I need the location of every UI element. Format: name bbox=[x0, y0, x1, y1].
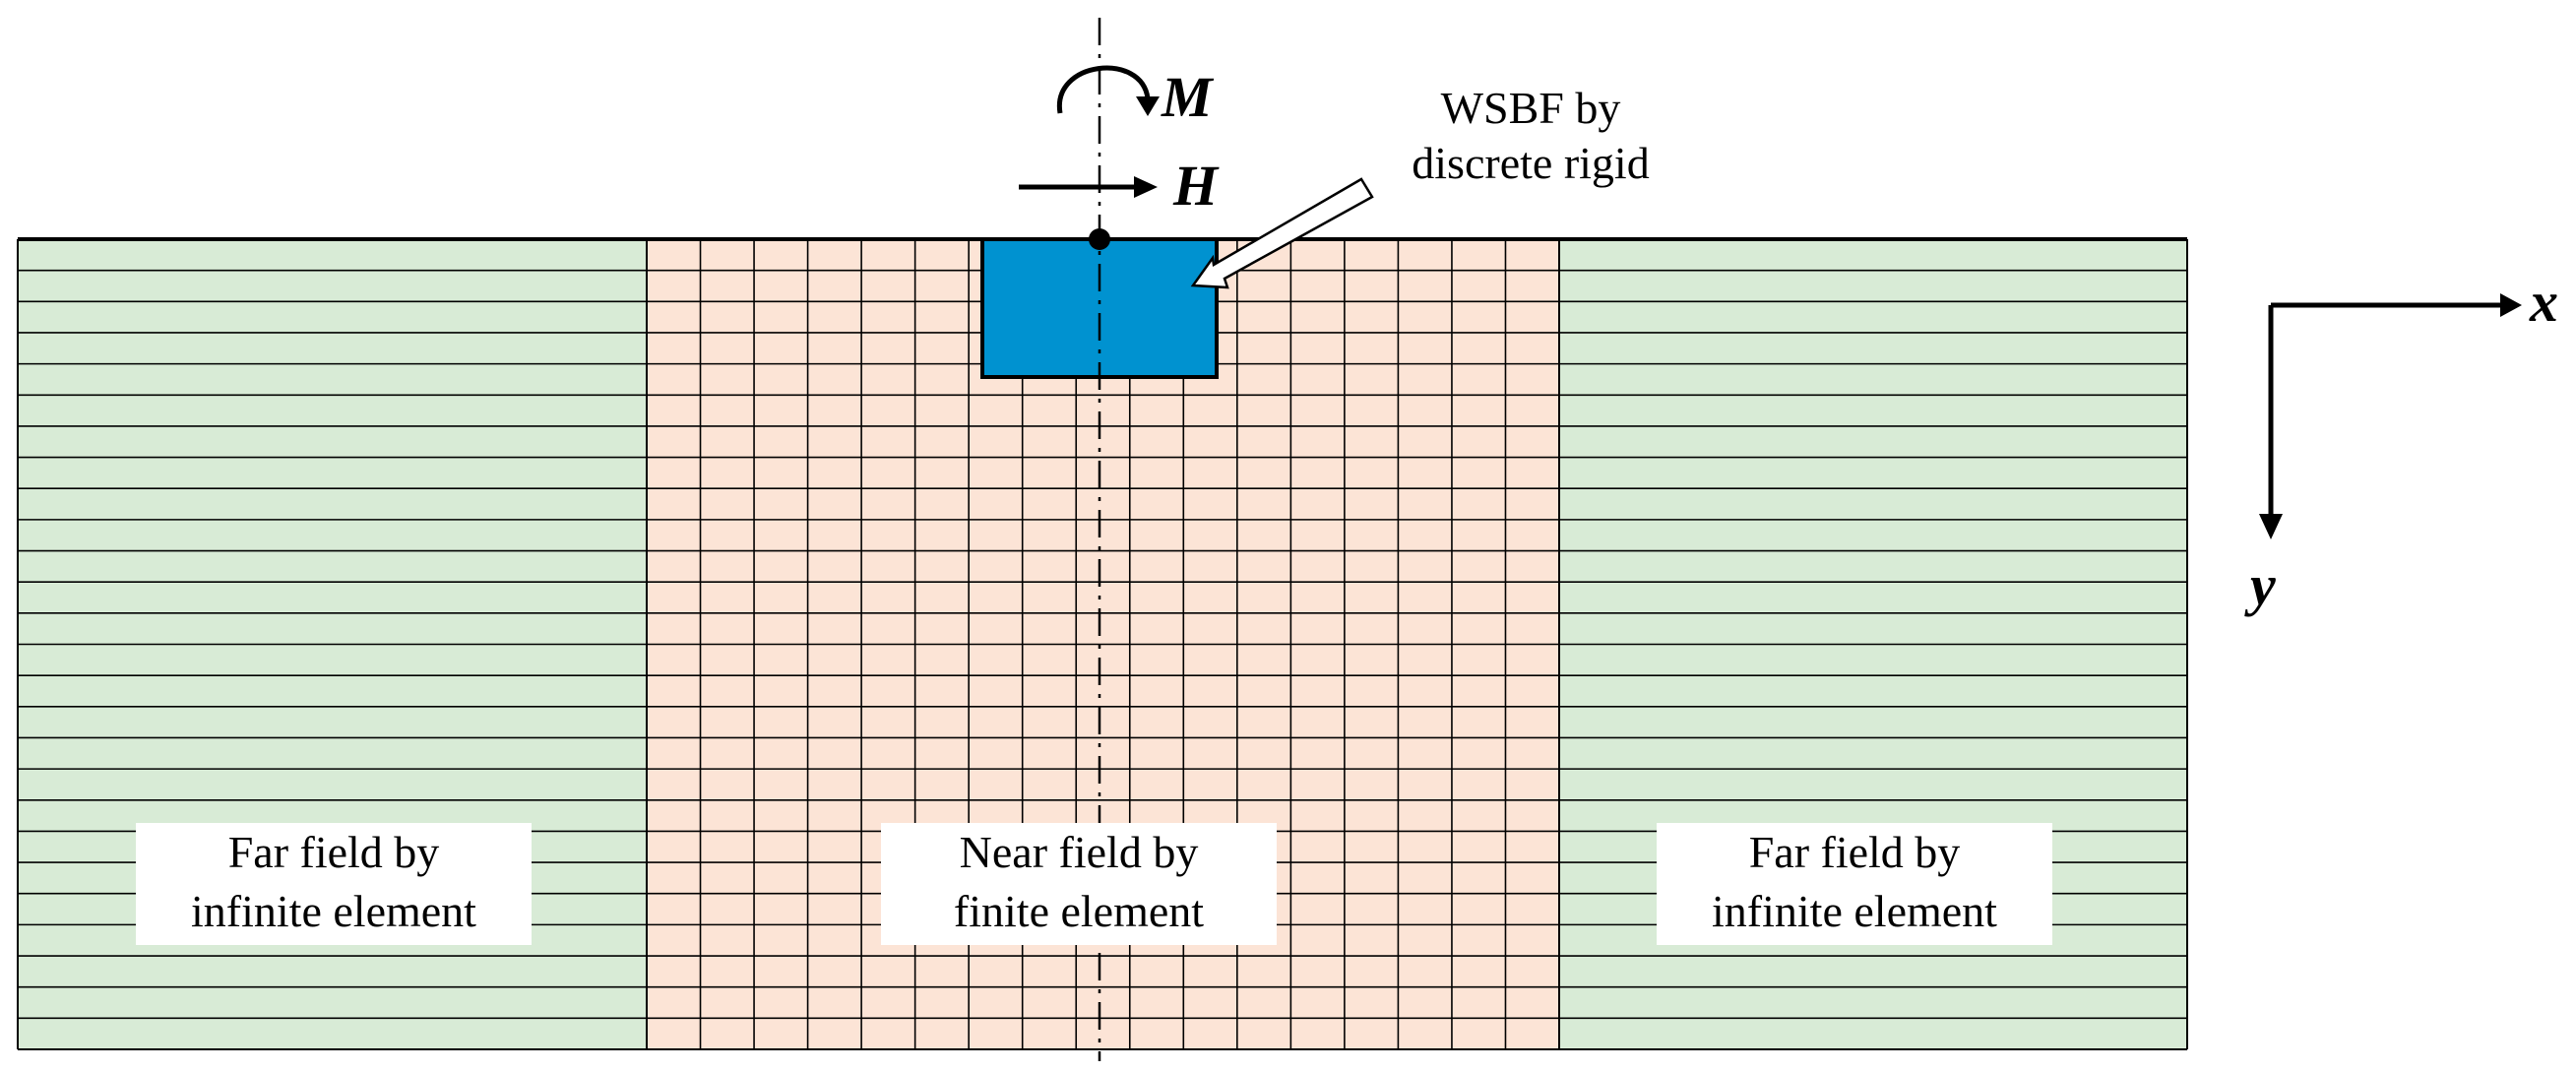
far-field-right-line-1: Far field by bbox=[1748, 827, 1961, 877]
coordinate-axes bbox=[2259, 293, 2522, 539]
near-field-label: Near field by finite element bbox=[881, 823, 1277, 945]
callout-arrow-icon bbox=[1190, 177, 1374, 289]
horizontal-force-arrow-icon bbox=[1019, 176, 1158, 198]
callout-label: WSBF by discrete rigid bbox=[1358, 81, 1703, 191]
near-field-line-2: finite element bbox=[953, 886, 1205, 936]
moment-label: M bbox=[1162, 65, 1213, 129]
callout-label-line-2: discrete rigid bbox=[1412, 138, 1650, 188]
moment-arrow-icon bbox=[1057, 65, 1160, 116]
far-field-right-line-2: infinite element bbox=[1712, 886, 1997, 936]
callout-label-line-1: WSBF by bbox=[1440, 83, 1621, 133]
far-field-left-line-1: Far field by bbox=[227, 827, 440, 877]
far-field-left-label: Far field by infinite element bbox=[136, 823, 532, 945]
y-axis-label: y bbox=[2250, 553, 2276, 617]
foundation-block bbox=[980, 237, 1219, 379]
horizontal-force-label: H bbox=[1173, 154, 1219, 218]
x-axis-label: x bbox=[2530, 270, 2558, 334]
load-reference-point bbox=[1089, 228, 1110, 250]
near-field-line-1: Near field by bbox=[959, 827, 1199, 877]
far-field-right-label: Far field by infinite element bbox=[1657, 823, 2052, 945]
far-field-left-line-2: infinite element bbox=[191, 886, 476, 936]
